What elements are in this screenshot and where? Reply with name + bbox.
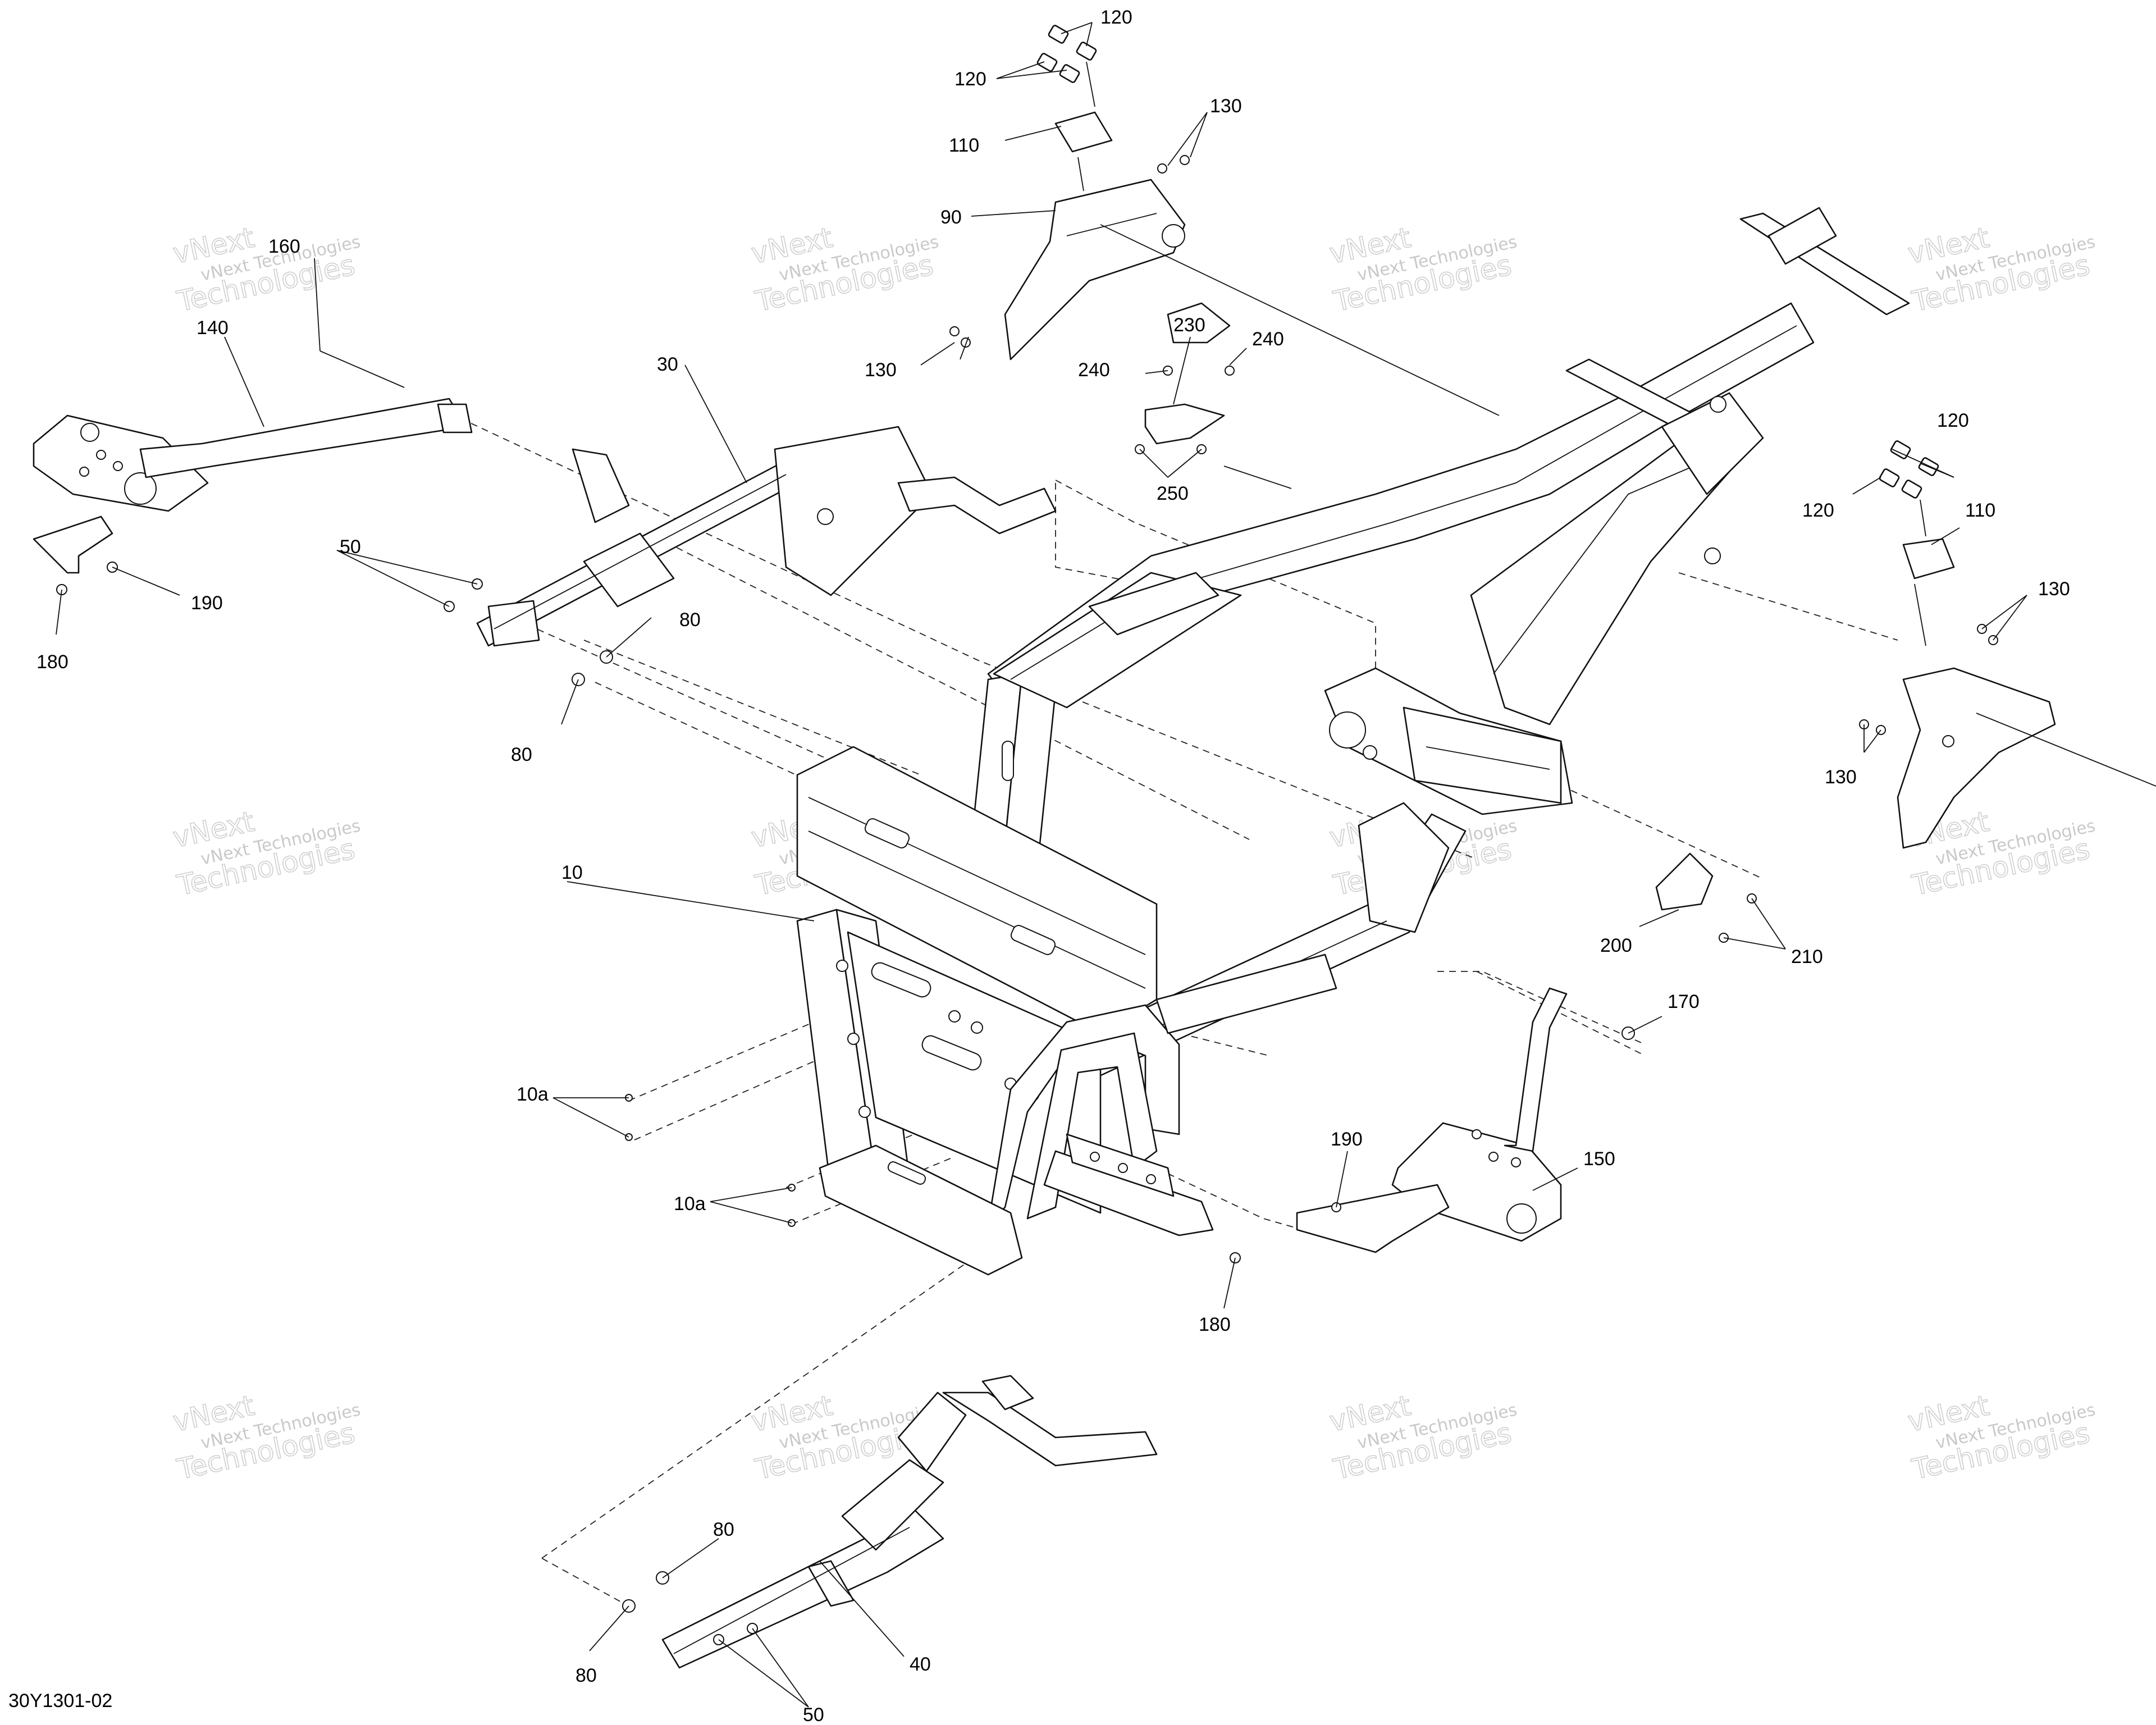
watermark: vNext vNext Technologies Technologies bbox=[1326, 221, 1519, 318]
watermark: vNext vNext Technologies Technologies bbox=[170, 221, 362, 318]
callout-240: 240 bbox=[1252, 328, 1284, 350]
callout-250: 250 bbox=[1157, 483, 1189, 504]
callout-170: 170 bbox=[1668, 991, 1700, 1012]
bracket-assembly-top bbox=[1004, 25, 1231, 360]
watermark: vNext vNext Technologies Technologies bbox=[748, 221, 940, 318]
bracket-assembly-right bbox=[1879, 440, 2056, 849]
callout-240: 240 bbox=[1078, 359, 1110, 381]
callout-labels: 120 120 130 110 90 160 140 30 230 240 24… bbox=[36, 7, 2070, 1725]
callout-120: 120 bbox=[1100, 7, 1132, 28]
assembly-dashed-lines bbox=[460, 418, 1898, 1604]
callout-120: 120 bbox=[1937, 410, 1969, 431]
callout-10a: 10a bbox=[517, 1084, 549, 1105]
callout-190: 190 bbox=[191, 592, 223, 614]
watermark: vNext vNext Technologies Technologies bbox=[170, 805, 362, 902]
callout-10a: 10a bbox=[674, 1193, 706, 1215]
callout-90: 90 bbox=[940, 207, 962, 228]
rear-cross-bar-30 bbox=[476, 426, 1057, 647]
watermark: vNext vNext Technologies Technologies bbox=[170, 1389, 362, 1486]
callout-80: 80 bbox=[511, 744, 532, 765]
bracket-230 bbox=[1144, 403, 1714, 911]
watermark: vNext vNext Technologies Technologies bbox=[1326, 1389, 1519, 1486]
callout-10: 10 bbox=[561, 862, 583, 883]
callout-150: 150 bbox=[1583, 1148, 1615, 1170]
callout-180: 180 bbox=[36, 651, 68, 673]
callout-50: 50 bbox=[803, 1704, 824, 1725]
callout-120: 120 bbox=[1802, 500, 1834, 521]
drawing-code: 30Y1301-02 bbox=[8, 1690, 112, 1712]
callout-130: 130 bbox=[865, 359, 897, 381]
callout-200: 200 bbox=[1600, 935, 1632, 956]
callout-130: 130 bbox=[1210, 95, 1242, 117]
callout-50: 50 bbox=[340, 536, 361, 558]
callout-210: 210 bbox=[1791, 946, 1823, 968]
callout-190: 190 bbox=[1331, 1129, 1363, 1150]
watermark: vNext vNext Technologies Technologies bbox=[1904, 1389, 2097, 1486]
footrest-right-150 bbox=[1296, 987, 1568, 1253]
callout-80: 80 bbox=[713, 1519, 734, 1540]
callout-30: 30 bbox=[657, 354, 678, 375]
callout-110: 110 bbox=[1965, 500, 1995, 521]
callout-160: 160 bbox=[268, 236, 300, 257]
callout-140: 140 bbox=[197, 317, 229, 339]
callout-80: 80 bbox=[575, 1665, 597, 1686]
callout-230: 230 bbox=[1173, 314, 1205, 336]
callout-80: 80 bbox=[679, 609, 701, 631]
callout-40: 40 bbox=[910, 1654, 931, 1675]
watermarks: vNext vNext Technologies Technologies vN… bbox=[170, 221, 2097, 1486]
watermark: vNext vNext Technologies Technologies bbox=[1904, 221, 2097, 318]
callout-120: 120 bbox=[954, 69, 986, 90]
callout-110: 110 bbox=[949, 135, 979, 156]
callout-130: 130 bbox=[1825, 766, 1857, 788]
main-frame bbox=[796, 207, 1910, 1276]
footrest-left-140 bbox=[33, 398, 473, 574]
callout-130: 130 bbox=[2038, 578, 2070, 600]
front-bar-40 bbox=[661, 1375, 1158, 1669]
leader-lines bbox=[56, 22, 2156, 1708]
callout-180: 180 bbox=[1199, 1314, 1231, 1335]
